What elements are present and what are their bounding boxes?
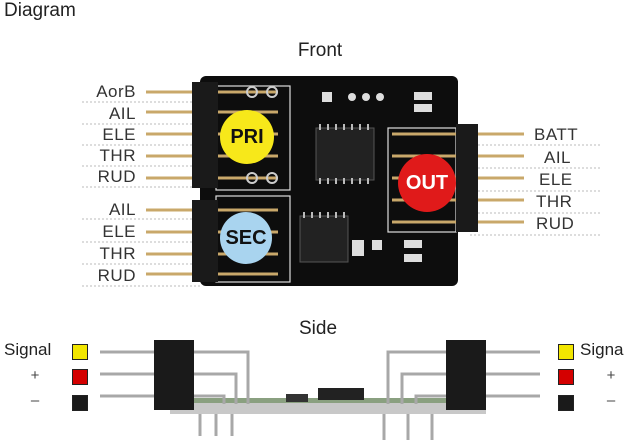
pri-pin-label: ELE [102, 125, 136, 144]
side-board-illustration [100, 340, 540, 440]
pri-badge: PRI [220, 110, 274, 164]
sec-pin-label: ELE [102, 222, 136, 241]
out-pin-label: BATT [534, 125, 579, 144]
out-pin-label: RUD [536, 214, 575, 233]
diagram-title: Diagram [4, 0, 76, 21]
pri-pin-label: AIL [108, 104, 136, 123]
pri-pin-label: RUD [97, 167, 136, 186]
legend-plus-swatch [72, 369, 88, 385]
pri-pin-header [146, 82, 278, 188]
sec-pin-label: AIL [108, 200, 136, 219]
legend-signal-swatch [72, 344, 88, 360]
out-pin-label: AIL [544, 148, 572, 167]
sec-pin-label: THR [99, 244, 136, 263]
pri-pin-label: THR [99, 146, 136, 165]
legend-minus-label-right: – [606, 392, 616, 409]
legend-plus-label: + [30, 367, 40, 384]
legend-signal-label: Signal [4, 340, 52, 359]
legend-minus-label: – [30, 392, 40, 409]
out-badge: OUT [398, 154, 456, 212]
sec-pin-label: RUD [97, 266, 136, 285]
pri-pin-label: AorB [96, 82, 136, 101]
sec-badge: SEC [220, 212, 272, 264]
legend-plus-label-right: + [606, 367, 616, 384]
legend-signal-swatch-right [558, 344, 574, 360]
front-heading: Front [297, 40, 343, 61]
legend-plus-swatch-right [558, 369, 574, 385]
legend-minus-swatch-right [558, 395, 574, 411]
side-heading: Side [298, 318, 338, 339]
legend-signal-label-right: Signa [580, 340, 624, 359]
legend-minus-swatch [72, 395, 88, 411]
out-pin-label: THR [536, 192, 573, 211]
out-pin-label: ELE [539, 170, 573, 189]
